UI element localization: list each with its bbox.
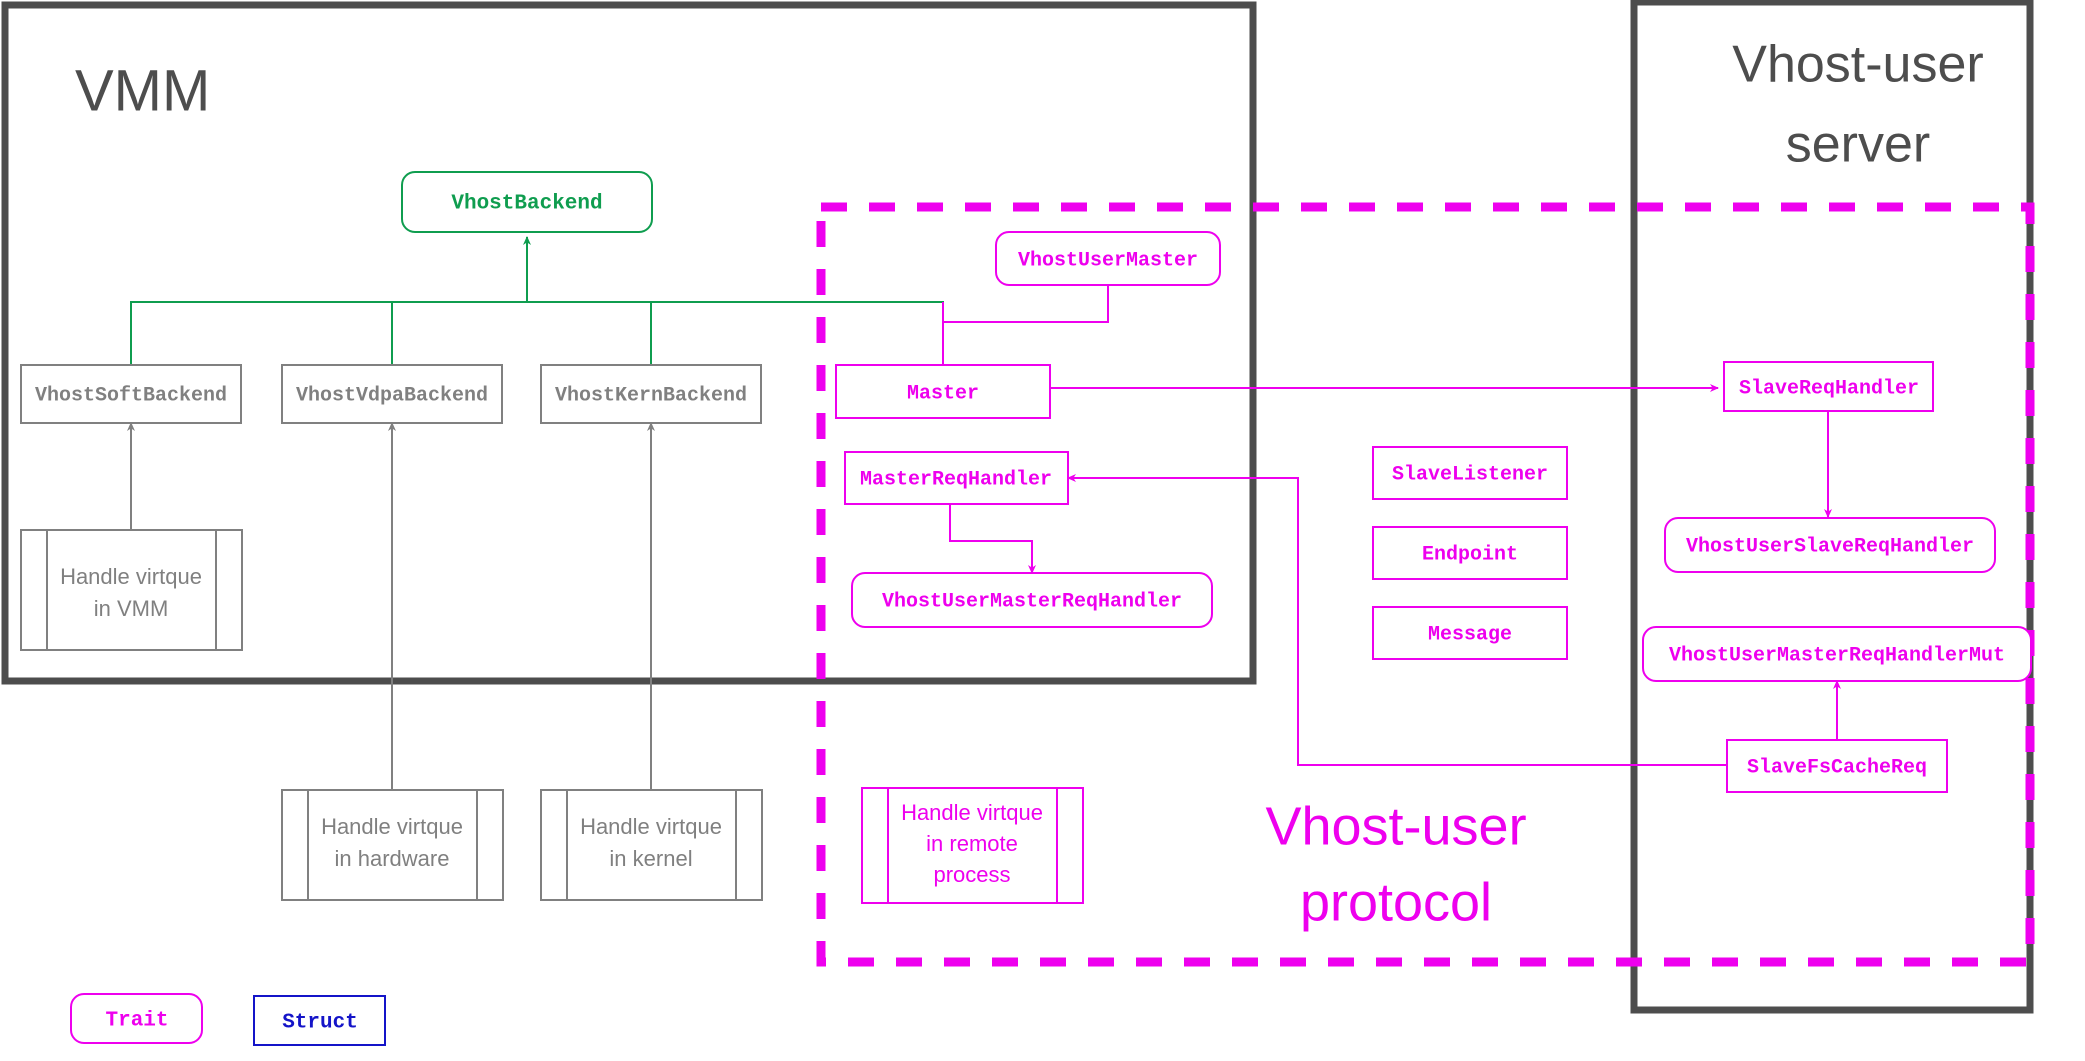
edge-slavefscachereq-to-masterreqhandler	[1067, 474, 1727, 766]
node-slavelistener[interactable]: SlaveListener	[1372, 446, 1568, 500]
legend-struct[interactable]: Struct	[253, 995, 386, 1046]
node-slavereqhandler[interactable]: SlaveReqHandler	[1723, 361, 1934, 412]
process-handle-virtque-in-vmm[interactable]: Handle virtque in VMM	[20, 529, 243, 651]
node-vhostkernbackend[interactable]: VhostKernBackend	[540, 364, 762, 424]
edge-group-process-links	[127, 422, 655, 790]
panel-vmm-title: VMM	[75, 58, 210, 123]
legend-trait-label: Trait	[105, 1010, 168, 1033]
node-endpoint-label: Endpoint	[1422, 543, 1518, 566]
panel-protocol-title-line2: protocol	[1300, 872, 1492, 932]
node-vhostusermasterreqhandler[interactable]: VhostUserMasterReqHandler	[851, 572, 1213, 628]
edge-group-vhostbackend-inheritance	[130, 236, 944, 365]
node-vhostkernbackend-label: VhostKernBackend	[555, 384, 747, 407]
panel-protocol-title-line1: Vhost-user	[1265, 796, 1526, 856]
node-vhostvdpabackend[interactable]: VhostVdpaBackend	[281, 364, 503, 424]
panel-vmm	[1, 1, 1257, 685]
node-vhostuserslavereqhandler-label: VhostUserSlaveReqHandler	[1686, 535, 1974, 558]
node-masterreqhandler-label: MasterReqHandler	[860, 468, 1052, 491]
process-handle-virtque-in-kernel[interactable]: Handle virtque in kernel	[540, 789, 763, 901]
legend-struct-label: Struct	[282, 1012, 358, 1035]
node-vhostsoftbackend-label: VhostSoftBackend	[35, 384, 227, 407]
process-handle-virtque-in-hardware[interactable]: Handle virtque in hardware	[281, 789, 504, 901]
node-message[interactable]: Message	[1372, 606, 1568, 660]
legend-trait[interactable]: Trait	[70, 993, 203, 1044]
process-handle-virtque-in-remote-line1: Handle virtque	[901, 800, 1043, 825]
panel-server-title-line1: Vhost-user	[1732, 36, 1983, 94]
process-handle-virtque-in-hardware-line2: in hardware	[335, 846, 450, 871]
process-handle-virtque-in-hardware-line1: Handle virtque	[321, 814, 463, 839]
node-vhostvdpabackend-label: VhostVdpaBackend	[296, 384, 488, 407]
node-masterreqhandler[interactable]: MasterReqHandler	[844, 451, 1069, 505]
process-handle-virtque-in-vmm-line2: in VMM	[94, 596, 169, 621]
node-master-label: Master	[907, 382, 979, 405]
node-vhostsoftbackend[interactable]: VhostSoftBackend	[20, 364, 242, 424]
node-slavelistener-label: SlaveListener	[1392, 463, 1548, 486]
node-vhostuserslavereqhandler[interactable]: VhostUserSlaveReqHandler	[1664, 517, 1996, 573]
node-vhostusermaster[interactable]: VhostUserMaster	[995, 231, 1221, 286]
node-vhostusermaster-label: VhostUserMaster	[1018, 249, 1198, 272]
node-vhostusermasterreqhandlermut-label: VhostUserMasterReqHandlerMut	[1669, 644, 2005, 667]
node-endpoint[interactable]: Endpoint	[1372, 526, 1568, 580]
process-handle-virtque-in-remote-process[interactable]: Handle virtque in remote process	[861, 787, 1084, 904]
panel-vhost-user-protocol	[816, 202, 2035, 967]
edge-masterreqhandler-to-vhostusermasterreqhandler	[949, 504, 1036, 574]
node-slavefscachereq-label: SlaveFsCacheReq	[1747, 756, 1927, 779]
node-slavefscachereq[interactable]: SlaveFsCacheReq	[1726, 739, 1948, 793]
process-handle-virtque-in-kernel-line1: Handle virtque	[580, 814, 722, 839]
process-handle-virtque-in-remote-line3: process	[933, 862, 1010, 887]
node-vhostusermasterreqhandlermut[interactable]: VhostUserMasterReqHandlerMut	[1642, 626, 2032, 682]
node-message-label: Message	[1428, 623, 1512, 646]
process-handle-virtque-in-vmm-line1: Handle virtque	[60, 564, 202, 589]
node-vhostbackend[interactable]: VhostBackend	[401, 171, 653, 233]
panel-server-title-line2: server	[1786, 116, 1930, 174]
node-vhostbackend-label: VhostBackend	[451, 193, 602, 216]
node-slavereqhandler-label: SlaveReqHandler	[1739, 377, 1919, 400]
node-vhostusermasterreqhandler-label: VhostUserMasterReqHandler	[882, 590, 1182, 613]
process-handle-virtque-in-remote-line2: in remote	[926, 831, 1018, 856]
process-handle-virtque-in-kernel-line2: in kernel	[609, 846, 692, 871]
node-master[interactable]: Master	[835, 364, 1051, 419]
